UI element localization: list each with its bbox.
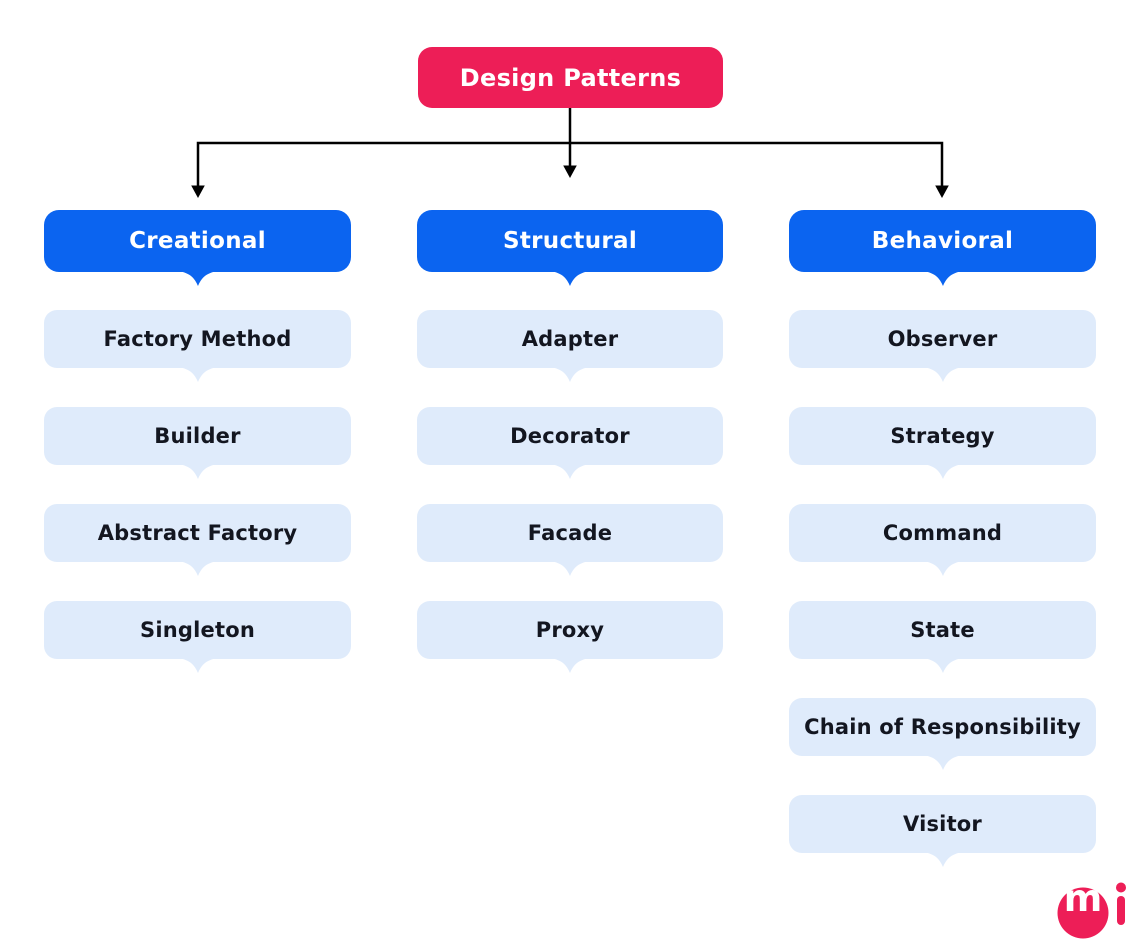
pattern-node-state: State [789, 601, 1096, 673]
category-node-behavioral: Behavioral [789, 210, 1096, 286]
svg-text:m: m [1064, 880, 1103, 920]
pattern-label: Chain of Responsibility [804, 715, 1081, 739]
pattern-label: Factory Method [103, 327, 292, 351]
bubble-tail [177, 464, 218, 479]
pattern-label: Decorator [510, 424, 630, 448]
pattern-node-chain-of-responsibility: Chain of Responsibility [789, 698, 1096, 770]
pattern-label: Builder [154, 424, 241, 448]
category-label: Creational [129, 228, 266, 254]
pattern-node-visitor: Visitor [789, 795, 1096, 867]
m-circle-i-logo-icon: m [1057, 880, 1126, 939]
category-node-structural: Structural [417, 210, 723, 286]
bubble-tail [922, 852, 963, 867]
category-label: Structural [502, 228, 638, 254]
pattern-node-strategy: Strategy [789, 407, 1096, 479]
root-label: Design Patterns [459, 63, 682, 92]
pattern-node-facade: Facade [417, 504, 723, 576]
pattern-node-observer: Observer [789, 310, 1096, 382]
root-node-design-patterns: Design Patterns [418, 47, 723, 108]
bubble-tail [922, 755, 963, 770]
pattern-label: Proxy [535, 618, 605, 642]
pattern-label: Abstract Factory [97, 521, 298, 545]
bubble-tail [922, 367, 963, 382]
bubble-tail [177, 561, 218, 576]
pattern-node-proxy: Proxy [417, 601, 723, 673]
bubble-tail [922, 658, 963, 673]
pattern-label: Command [882, 521, 1003, 545]
bubble-tail [177, 658, 218, 673]
bubble-tail [550, 658, 590, 673]
arrowhead-icon [191, 185, 205, 198]
bubble-tail [177, 367, 218, 382]
bubble-tail [550, 271, 590, 286]
bubble-tail [922, 561, 963, 576]
bubble-tail [550, 464, 590, 479]
pattern-node-abstract-factory: Abstract Factory [44, 504, 351, 576]
pattern-node-singleton: Singleton [44, 601, 351, 673]
pattern-label: Singleton [140, 618, 255, 642]
pattern-label: Observer [887, 327, 998, 351]
bubble-tail [550, 561, 590, 576]
category-label: Behavioral [871, 228, 1014, 254]
pattern-label: State [910, 618, 975, 642]
arrowhead-icon [935, 185, 949, 198]
pattern-node-factory-method: Factory Method [44, 310, 351, 382]
pattern-label: Adapter [521, 327, 619, 351]
bubble-tail [177, 271, 218, 286]
pattern-node-decorator: Decorator [417, 407, 723, 479]
pattern-label: Visitor [902, 812, 982, 836]
pattern-label: Strategy [890, 424, 995, 448]
bubble-tail [550, 367, 590, 382]
branch-connector-line [196, 141, 944, 186]
pattern-node-command: Command [789, 504, 1096, 576]
category-node-creational: Creational [44, 210, 351, 286]
pattern-node-adapter: Adapter [417, 310, 723, 382]
pattern-label: Facade [527, 521, 613, 545]
bubble-tail [922, 271, 963, 286]
bubble-tail [922, 464, 963, 479]
arrowhead-icon [563, 165, 577, 178]
pattern-node-builder: Builder [44, 407, 351, 479]
